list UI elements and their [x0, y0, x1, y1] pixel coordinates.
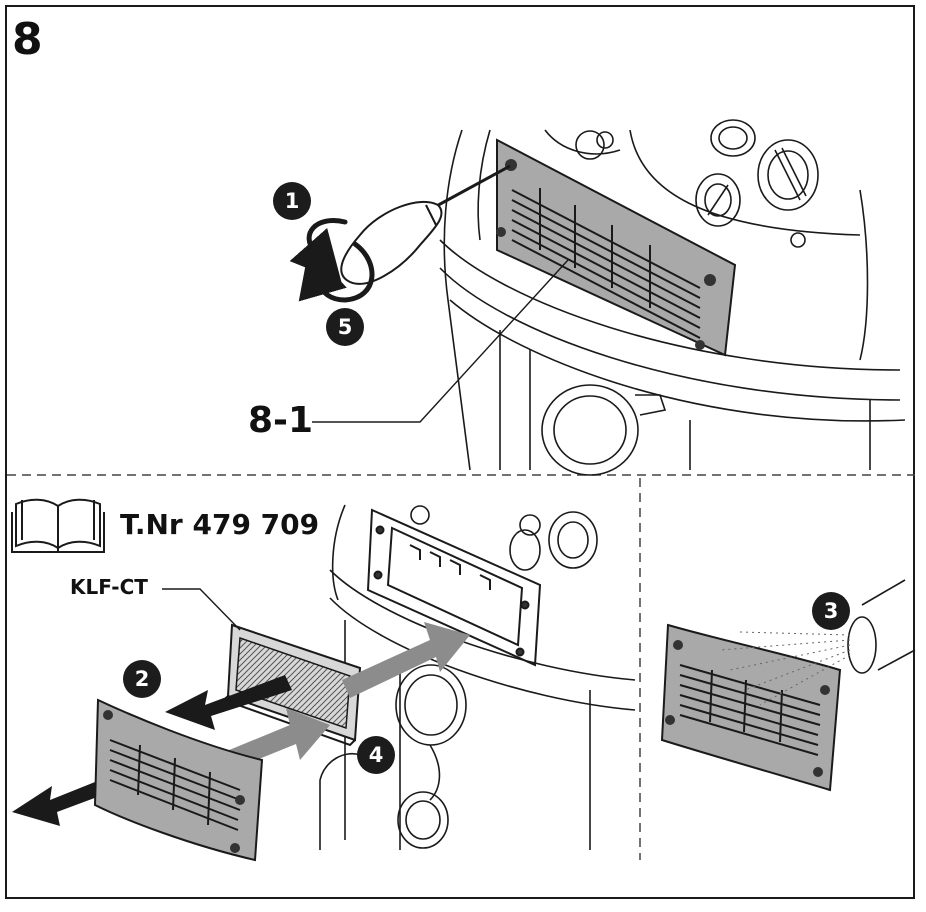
step-badge-2: 2 — [123, 660, 161, 698]
step-badge-1: 1 — [273, 182, 311, 220]
filter-label: KLF-CT — [70, 575, 148, 599]
step-badge-4: 4 — [357, 736, 395, 774]
remove-filter-arrow — [165, 675, 292, 730]
part-number: T.Nr 479 709 — [120, 508, 320, 541]
cover-cleaning-illustration — [660, 579, 916, 792]
rotate-arrows-icon — [289, 218, 375, 303]
machine-top-illustration — [439, 119, 906, 476]
filter-cover-installed — [496, 138, 737, 357]
step-badge-5: 5 — [326, 308, 364, 346]
book-icon — [11, 498, 105, 553]
figure-frame — [5, 5, 915, 899]
filter-opening — [366, 508, 542, 667]
filter-cover-removed — [93, 698, 264, 862]
klf-ct-filter — [222, 623, 362, 747]
figure-number: 8 — [12, 14, 43, 65]
step-badge-3: 3 — [812, 592, 850, 630]
filter-leader-line — [162, 588, 241, 631]
callout-leader-line — [312, 259, 569, 423]
insert-filter-arrow — [342, 622, 470, 698]
screwdriver — [340, 164, 511, 285]
callout-label: 8-1 — [248, 400, 314, 441]
